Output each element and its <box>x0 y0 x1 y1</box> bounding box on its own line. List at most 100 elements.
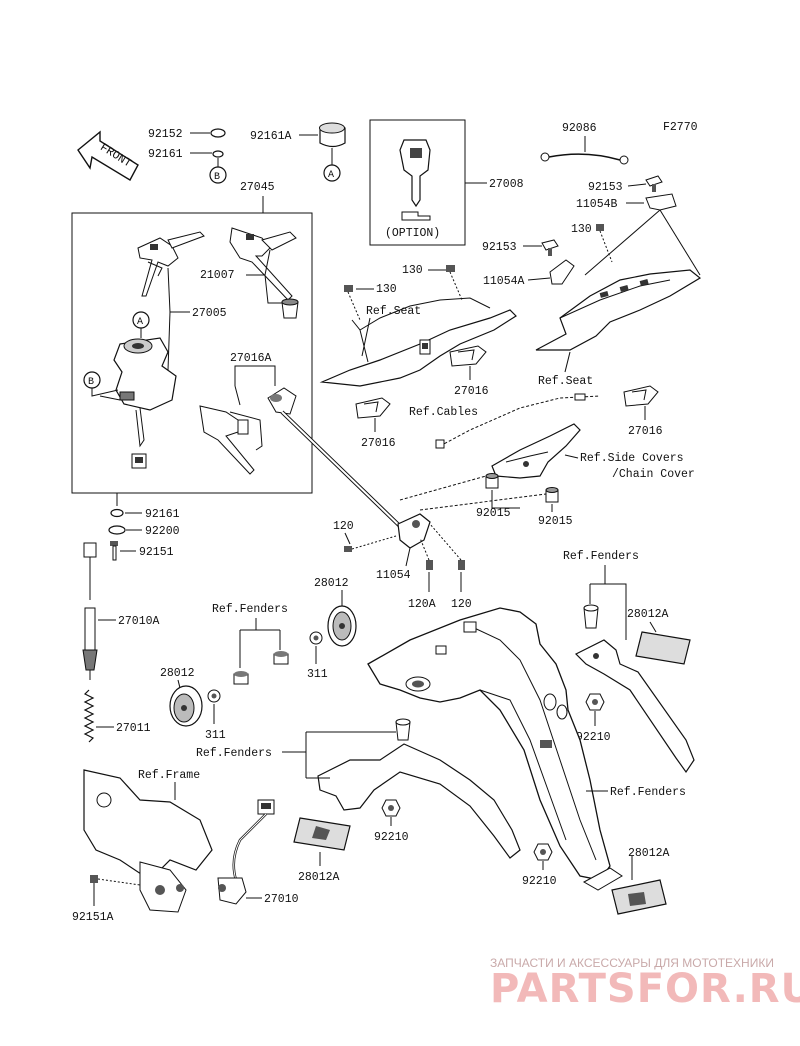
label-120A: 120A <box>408 598 436 611</box>
label-28012A-low: 28012A <box>628 847 670 860</box>
washer-92152 <box>210 128 226 138</box>
reflector-28012-left-icon <box>169 685 203 727</box>
label-92153-mid: 92153 <box>482 241 517 254</box>
ref-side-covers-1: Ref.Side Covers <box>580 452 684 465</box>
bolt-130-mid-icon <box>446 265 463 301</box>
label-92210-mid: 92210 <box>374 831 409 844</box>
bushing-92015-left-icon <box>485 473 499 489</box>
callout-a-top <box>323 164 341 182</box>
reflector-28012A-right-icon <box>635 631 691 665</box>
figure-code: F2770 <box>663 121 698 134</box>
label-28012-top: 28012 <box>314 577 349 590</box>
brake-switch-27010-icon <box>217 799 275 905</box>
callout-b-top <box>209 166 227 184</box>
label-28012A-right: 28012A <box>627 608 669 621</box>
svg-text:B: B <box>88 377 94 388</box>
bolt-92153-right-icon <box>645 175 663 192</box>
key-cylinder-21007 <box>281 298 299 319</box>
ignition-switch-icon <box>113 337 177 469</box>
label-27011: 27011 <box>116 722 151 735</box>
label-92161A: 92161A <box>250 130 292 143</box>
ref-frame: Ref.Frame <box>138 769 200 782</box>
label-27008: 27008 <box>489 178 524 191</box>
option-key-icon <box>399 139 431 221</box>
label-130-mid: 130 <box>402 264 423 277</box>
label-11054: 11054 <box>376 569 411 582</box>
nut-311-left-icon <box>207 689 221 703</box>
bracket-11054A-icon <box>549 259 575 285</box>
seat-lock-cylinder-icon <box>267 387 297 415</box>
label-92161-low: 92161 <box>145 508 180 521</box>
label-11054B: 11054B <box>576 198 618 211</box>
label-92210-low: 92210 <box>522 875 557 888</box>
label-21007: 21007 <box>200 269 235 282</box>
label-27045: 27045 <box>240 181 275 194</box>
label-92152: 92152 <box>148 128 183 141</box>
label-27005: 27005 <box>192 307 227 320</box>
stud-left-icon <box>233 671 249 685</box>
label-92151A: 92151A <box>72 911 114 924</box>
label-92015-right: 92015 <box>538 515 573 528</box>
screw-92151-icon <box>110 541 118 561</box>
key-cap-92161A <box>319 122 346 148</box>
label-120: 120 <box>333 520 354 533</box>
clip-27016-right-icon <box>623 385 659 407</box>
ref-side-covers-2: /Chain Cover <box>612 468 695 481</box>
washer-92161 <box>212 150 224 158</box>
svg-text:A: A <box>328 170 334 181</box>
svg-text:A: A <box>137 317 143 328</box>
bolt-120-b-icon <box>429 523 465 570</box>
ref-seat-left: Ref.Seat <box>366 305 421 318</box>
label-130-left: 130 <box>376 283 397 296</box>
bolt-130-right-icon <box>596 224 613 263</box>
washer-92200 <box>108 525 126 535</box>
bolt-120A-icon <box>419 537 433 570</box>
brake-switch-27010A-icon <box>82 542 98 680</box>
reflector-28012A-low-icon <box>582 867 667 915</box>
label-27016-mid: 27016 <box>454 385 489 398</box>
clip-27016-mid-icon <box>449 345 487 367</box>
label-92086: 92086 <box>562 122 597 135</box>
nut-92210-mid-icon <box>381 799 401 817</box>
nut-92210-low-icon <box>533 843 553 861</box>
label-92153-right: 92153 <box>588 181 623 194</box>
frame-bracket-icon <box>83 769 213 913</box>
label-27010A: 27010A <box>118 615 160 628</box>
clip-27016-left-icon <box>355 397 391 419</box>
label-92015-left: 92015 <box>476 507 511 520</box>
watermark-line1: ЗАПЧАСТИ И АКСЕССУАРЫ ДЛЯ МОТОТЕХНИКИ <box>490 956 774 970</box>
seat-bracket-left-icon <box>319 297 517 387</box>
nut-92210-right-icon <box>585 693 605 711</box>
label-27016-right: 27016 <box>628 425 663 438</box>
latch-bracket-11054-icon <box>397 513 431 549</box>
reflector-28012-top-icon <box>327 605 357 647</box>
reflector-28012A-mid-icon <box>293 817 351 851</box>
label-311-left: 311 <box>205 729 226 742</box>
label-311-top: 311 <box>307 668 328 681</box>
bolt-120-icon <box>344 535 397 552</box>
label-92200: 92200 <box>145 525 180 538</box>
washer-92161-low <box>110 508 124 518</box>
spring-27011-icon <box>83 689 95 743</box>
label-92151: 92151 <box>139 546 174 559</box>
bushing-92015-right-icon <box>545 487 559 503</box>
svg-text:B: B <box>214 172 220 183</box>
seat-cable-92086-icon <box>540 152 629 165</box>
label-27010: 27010 <box>264 893 299 906</box>
label-27016-left: 27016 <box>361 437 396 450</box>
reflector-bracket-low-icon <box>317 718 521 859</box>
label-92210-right: 92210 <box>576 731 611 744</box>
keys-27016A-icon <box>199 405 263 475</box>
label-28012A-mid: 28012A <box>298 871 340 884</box>
seat-bracket-right-icon <box>535 269 702 351</box>
ref-fenders-low-right: Ref.Fenders <box>610 786 686 799</box>
side-cover-bracket-icon <box>491 423 581 479</box>
label-11054A: 11054A <box>483 275 525 288</box>
label-120-b: 120 <box>451 598 472 611</box>
ref-fenders-mid: Ref.Fenders <box>196 747 272 760</box>
nut-311-top-icon <box>309 631 323 645</box>
ignition-set-box <box>71 212 313 494</box>
bracket-11054B-icon <box>645 193 677 211</box>
bolt-92151A-icon <box>90 875 141 886</box>
